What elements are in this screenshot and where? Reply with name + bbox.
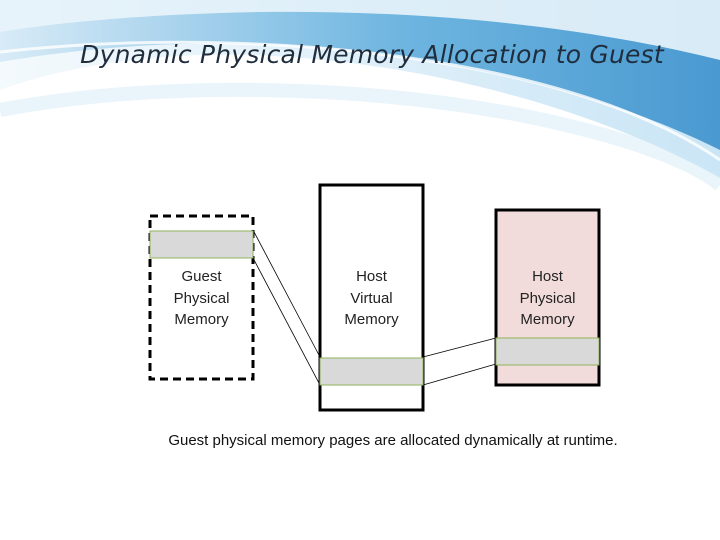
- host-physical-memory-label: Host Physical Memory: [496, 266, 599, 331]
- physical-memory-page: [495, 337, 600, 366]
- label-line: Physical: [519, 289, 576, 307]
- guest-physical-memory-label: Guest Physical Memory: [150, 266, 253, 331]
- label-line: Virtual: [350, 289, 393, 307]
- background-swoosh: [0, 0, 720, 200]
- map-line-guest-to-virtual-top: [252, 229, 321, 358]
- diagram-caption: Guest physical memory pages are allocate…: [168, 432, 618, 449]
- label-line: Memory: [174, 311, 229, 328]
- label-line: Guest: [181, 268, 222, 285]
- map-line-virtual-to-physical-top: [422, 337, 497, 358]
- label-line: Memory: [520, 311, 575, 328]
- slide-title: Dynamic Physical Memory Allocation to Gu…: [80, 40, 664, 69]
- map-line-guest-to-virtual-bottom: [252, 257, 321, 386]
- label-line: Physical: [173, 289, 230, 307]
- label-line: Memory: [344, 311, 399, 328]
- map-line-virtual-to-physical-bottom: [422, 363, 497, 386]
- host-virtual-memory-label: Host Virtual Memory: [320, 266, 423, 331]
- label-line: Host: [532, 268, 563, 285]
- guest-memory-page: [149, 230, 254, 259]
- label-line: Host: [356, 268, 387, 285]
- virtual-memory-page: [319, 357, 424, 386]
